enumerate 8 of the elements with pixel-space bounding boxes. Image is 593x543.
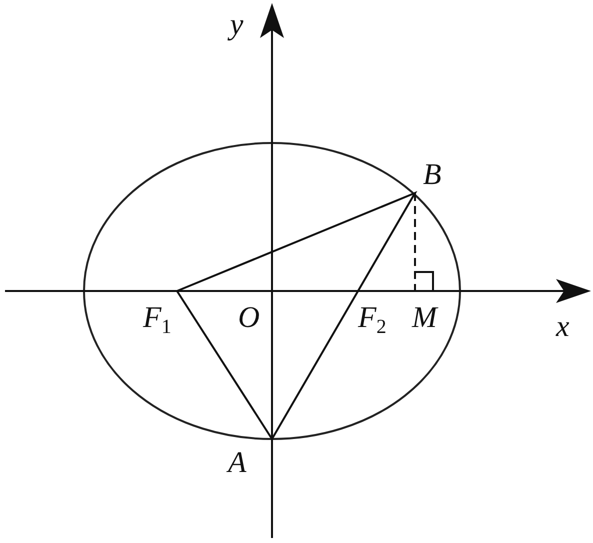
axis-label: y — [230, 10, 244, 40]
point-label: M — [412, 303, 437, 333]
point-label: F$_{2}$ — [358, 303, 386, 337]
point-label: O — [238, 303, 260, 333]
point-label: F$_{1}$ — [143, 303, 172, 337]
point-label: A — [228, 448, 246, 478]
point-label: B — [423, 160, 442, 190]
axis-label: x — [556, 312, 570, 342]
